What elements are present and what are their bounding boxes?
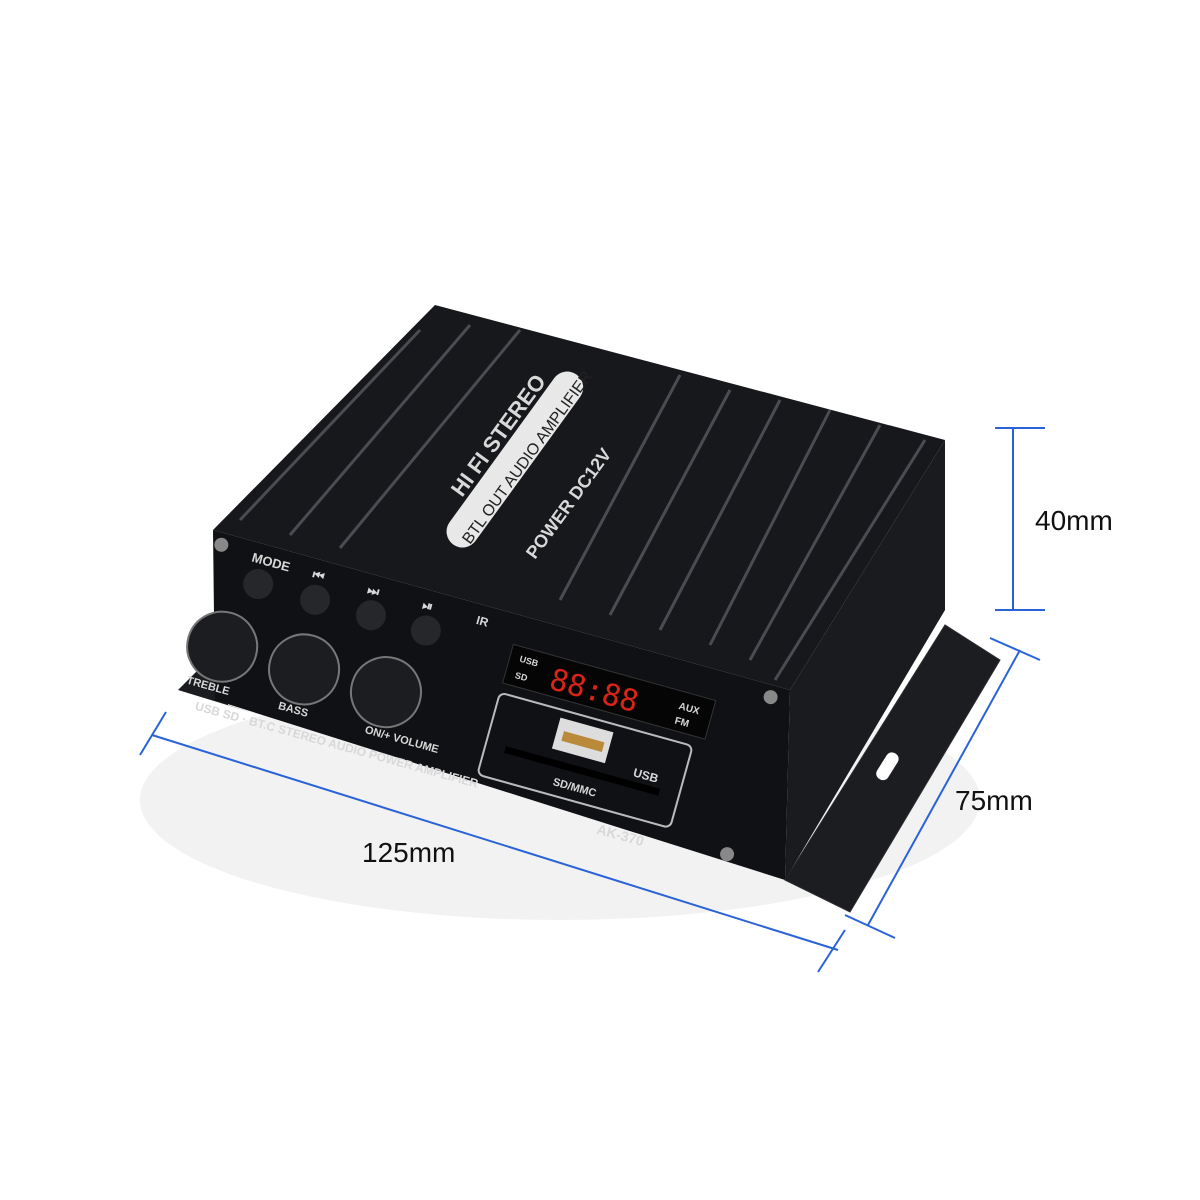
mode-button[interactable] bbox=[240, 566, 277, 603]
sd-card-slot[interactable] bbox=[504, 746, 661, 796]
heatsink-fins bbox=[238, 324, 927, 681]
height-dimension-label: 40mm bbox=[1035, 505, 1113, 536]
width-dimension-label: 125mm bbox=[362, 837, 455, 868]
dimension-lines bbox=[139, 427, 1045, 973]
prev-button[interactable] bbox=[297, 581, 334, 618]
next-label: ⏭ bbox=[366, 582, 382, 600]
screw bbox=[763, 690, 778, 705]
next-button[interactable] bbox=[352, 597, 389, 634]
display-sd-indicator: SD bbox=[514, 670, 529, 683]
side-face bbox=[785, 440, 945, 880]
fm-indicator: FM bbox=[673, 716, 690, 730]
top-face bbox=[213, 305, 945, 690]
bass-knob[interactable] bbox=[261, 626, 347, 712]
screw bbox=[214, 537, 229, 552]
play-pause-label: ⏯ bbox=[421, 597, 435, 614]
volume-knob[interactable] bbox=[343, 649, 429, 735]
usb-port-label: USB bbox=[632, 765, 660, 785]
ir-label: IR bbox=[475, 613, 491, 630]
usb-port-tongue bbox=[561, 731, 605, 752]
depth-dimension-label: 75mm bbox=[955, 785, 1033, 816]
prev-label: ⏮ bbox=[311, 567, 327, 585]
screw bbox=[720, 847, 735, 862]
play-pause-button[interactable] bbox=[407, 612, 444, 649]
display-window bbox=[502, 643, 717, 740]
flange-slot bbox=[876, 752, 899, 781]
treble-knob[interactable] bbox=[179, 604, 265, 690]
badge-pill bbox=[446, 371, 584, 548]
media-panel bbox=[477, 692, 693, 828]
